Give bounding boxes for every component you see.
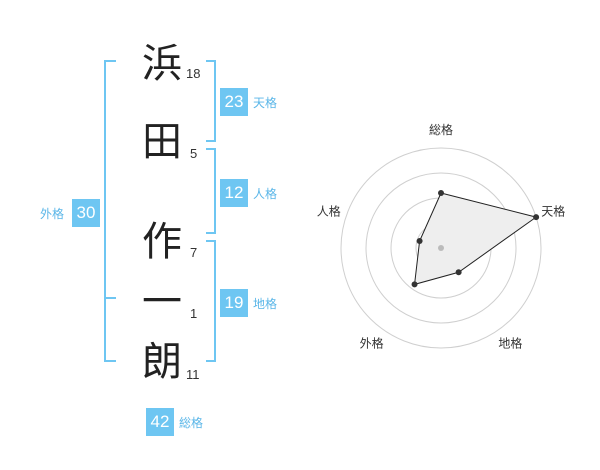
- name-char-2: 田: [142, 119, 182, 165]
- jinkaku-label: 人格: [253, 187, 278, 201]
- radar-point-1: [438, 190, 444, 196]
- chikaku-label: 地格: [253, 297, 278, 311]
- tenkaku-bracket: [206, 60, 216, 142]
- name-char-1: 浜: [142, 41, 182, 87]
- radar-series-polygon: [413, 192, 538, 286]
- gaikaku-tick: [104, 297, 116, 299]
- radar-grid-ring: [340, 147, 542, 349]
- radar-point-5: [416, 238, 423, 245]
- chikaku-badge: 19: [220, 289, 248, 317]
- radar-grid-ring: [365, 172, 517, 324]
- gaikaku-label: 外格: [40, 207, 65, 221]
- radar-axis-label-1: 総格: [429, 122, 453, 137]
- radar-point-2: [533, 214, 540, 221]
- name-char-4: 一: [142, 279, 182, 325]
- stroke-count-2: 5: [190, 146, 198, 161]
- stroke-count-4: 1: [190, 306, 198, 321]
- gaikaku-bracket: [104, 60, 116, 362]
- radar-point-3: [455, 269, 462, 276]
- name-char-5: 朗: [142, 339, 182, 385]
- chikaku-bracket: [206, 240, 216, 362]
- jinkaku-badge: 12: [220, 179, 248, 207]
- gaikaku-badge: 30: [72, 199, 100, 227]
- radar-axis-label-3: 地格: [498, 335, 522, 350]
- radar-axis-label-2: 天格: [541, 204, 565, 219]
- soukaku-badge: 42: [146, 408, 174, 436]
- soukaku-label: 総格: [179, 416, 204, 430]
- stroke-count-1: 18: [186, 66, 201, 81]
- radar-point-4: [411, 281, 418, 288]
- tenkaku-label: 天格: [253, 96, 278, 110]
- name-char-3: 作: [142, 219, 182, 265]
- radar-axis-label-5: 人格: [317, 204, 341, 219]
- radar-axis-label-4: 外格: [360, 335, 384, 350]
- tenkaku-badge: 23: [220, 88, 248, 116]
- jinkaku-bracket: [206, 148, 216, 234]
- stroke-count-5: 11: [186, 367, 200, 382]
- radar-center-dot: [438, 245, 444, 251]
- stroke-count-3: 7: [190, 245, 198, 260]
